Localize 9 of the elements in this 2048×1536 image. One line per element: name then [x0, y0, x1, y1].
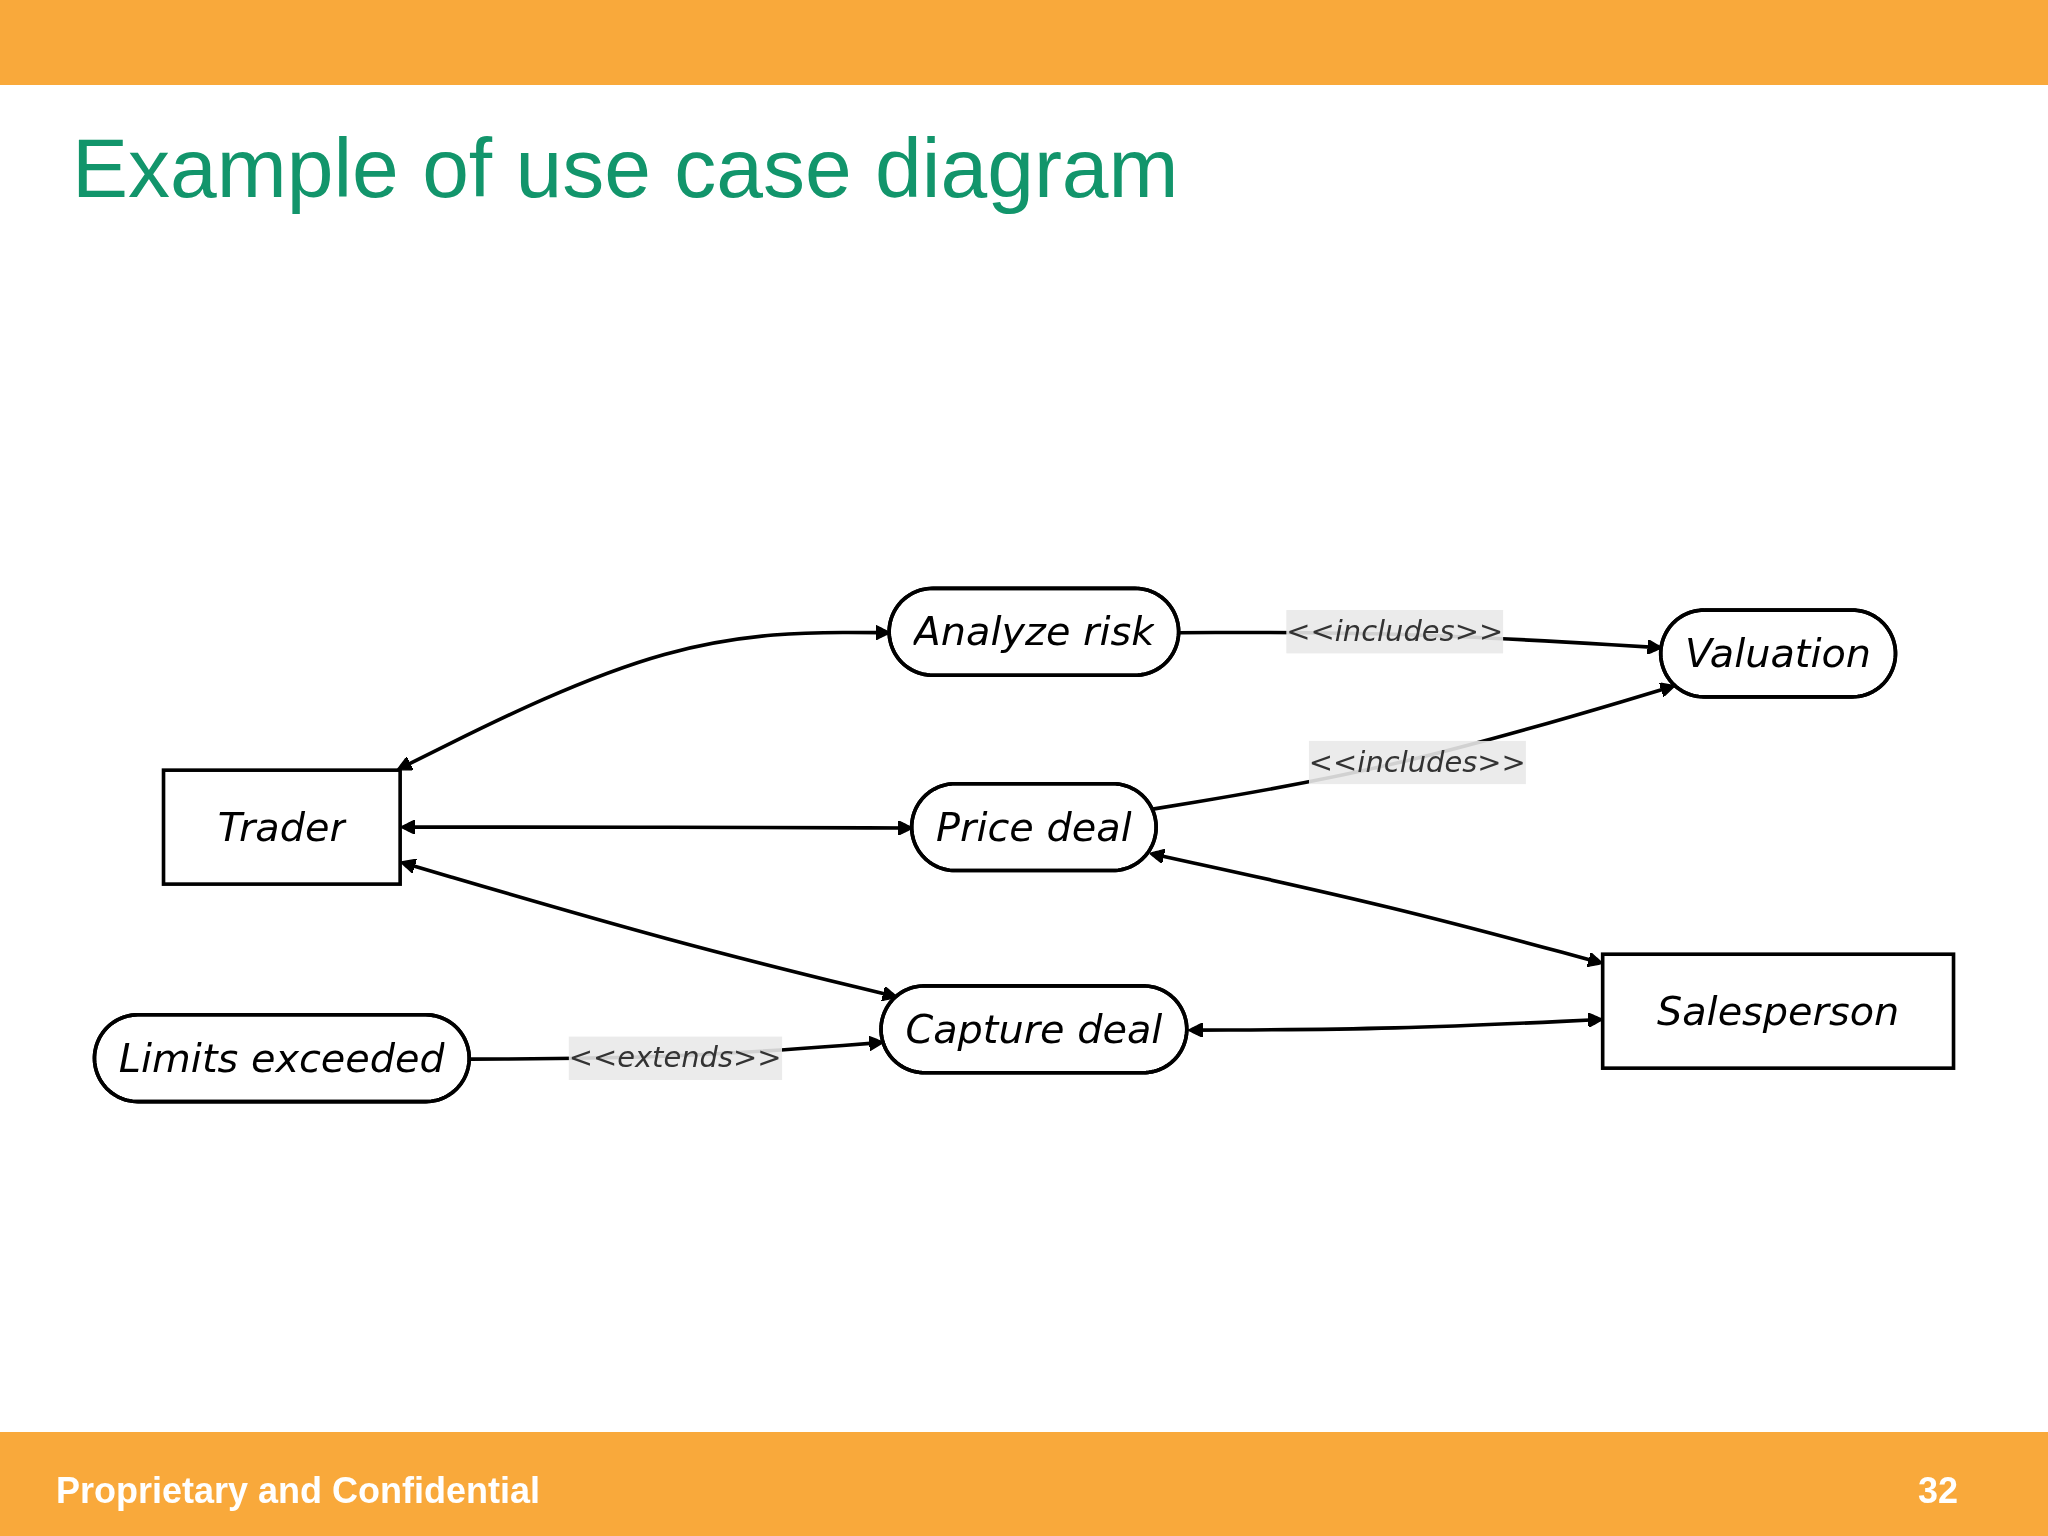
- node-box: Salesperson: [1600, 952, 1956, 1070]
- edge-label: <<includes>>: [1286, 613, 1504, 649]
- slide-title: Example of use case diagram: [72, 120, 1179, 217]
- edge-label: <<extends>>: [568, 1040, 782, 1075]
- footer-note: Proprietary and Confidential: [56, 1470, 541, 1512]
- arrow: [1152, 682, 1676, 811]
- page-number: 32: [1917, 1470, 1958, 1512]
- edge-label: <<includes>>: [1308, 744, 1526, 779]
- node-box: Trader: [161, 768, 402, 886]
